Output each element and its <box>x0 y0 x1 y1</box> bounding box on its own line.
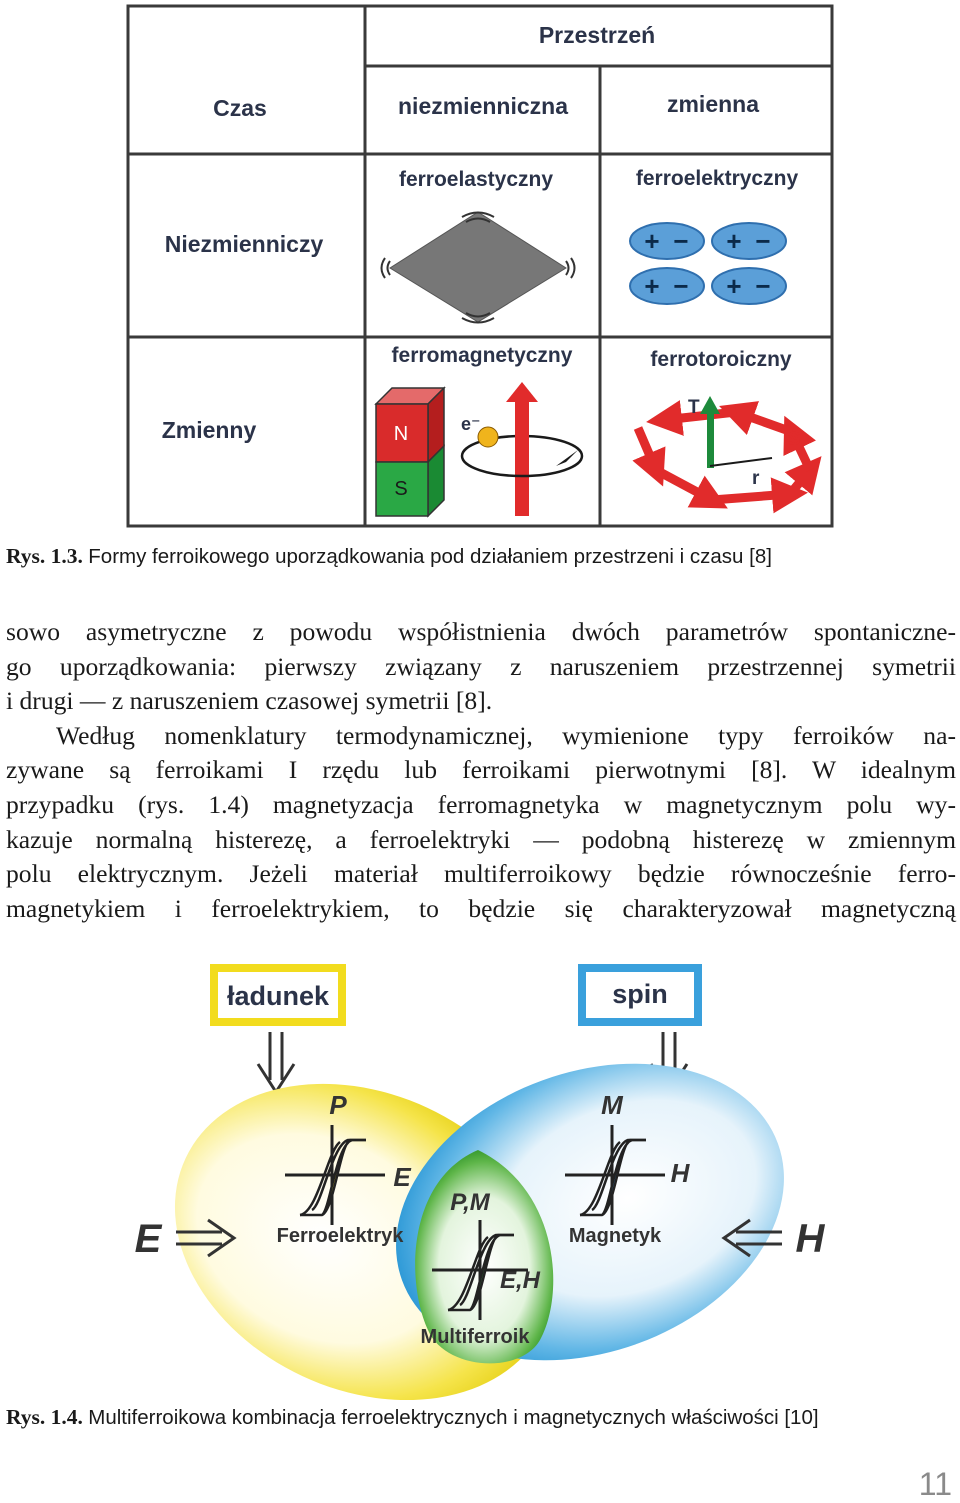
header-space: Przestrzeń <box>539 22 655 48</box>
toroid-t-label: T <box>688 397 700 418</box>
electron-spin-icon: e⁻ <box>460 382 584 516</box>
axis-eh-label: E,H <box>500 1267 541 1294</box>
axis-p-label: P <box>329 1090 347 1120</box>
axis-pm-label: P,M <box>450 1189 491 1216</box>
cell-ferromagnetic-label: ferromagnetyczny <box>392 344 573 367</box>
caption-number: Rys. 1.4. <box>6 1405 83 1429</box>
body-line: i drugi — z naruszeniem czasowej symetri… <box>6 686 493 716</box>
caption-text: Multiferroikowa kombinacja ferroelektryc… <box>88 1406 819 1429</box>
dipole-minus: − <box>755 226 770 256</box>
table-grid <box>126 4 834 528</box>
figure-multiferroic-venn: ładunek spin P E M H <box>135 964 826 1400</box>
magnet-s-label: S <box>394 478 407 500</box>
spin-box-label: spin <box>612 979 668 1009</box>
dipole-plus: + <box>644 271 659 301</box>
body-line: przypadku (rys. 1.4) magnetyzacja ferrom… <box>6 789 956 819</box>
dipole-minus: − <box>673 271 688 301</box>
left-arrow-icon <box>721 1218 782 1258</box>
body-line: polu elektrycznym. Jeżeli materiał multi… <box>6 859 956 889</box>
body-line: kazuje normalną histerezę, a ferroelektr… <box>6 824 956 854</box>
header-time: Czas <box>213 95 267 121</box>
body-line: magnetykiem i ferroelektrykiem, to będzi… <box>6 893 956 923</box>
ferrotoroidic-icon: T S r <box>632 396 822 514</box>
dipole-minus: − <box>755 271 770 301</box>
magnet-block-icon: N S <box>374 386 446 518</box>
right-arrow-icon <box>176 1218 237 1258</box>
magnet-label: Magnetyk <box>569 1225 662 1247</box>
dipole-minus: − <box>673 226 688 256</box>
dipole-plus: + <box>726 226 741 256</box>
field-h-label: H <box>796 1217 826 1261</box>
body-line: Według nomenklatury termodynamicznej, wy… <box>56 720 956 750</box>
charge-box-label: ładunek <box>227 981 330 1011</box>
hysteresis-ferroelectric-icon: P E <box>285 1090 411 1225</box>
header-variant: zmienna <box>667 91 759 117</box>
dipole-plus: + <box>644 226 659 256</box>
multiferroic-label: Multiferroik <box>421 1326 531 1348</box>
dipole-plus: + <box>726 271 741 301</box>
row-variant-label: Zmienny <box>162 417 257 443</box>
spin-box: spin <box>578 964 702 1026</box>
toroid-r-label: r <box>752 468 760 489</box>
caption-number: Rys. 1.3. <box>6 544 83 568</box>
header-invariant: niezmienniczna <box>398 93 568 119</box>
ferroelectric-label: Ferroelektryk <box>277 1225 405 1247</box>
cell-ferroelectric-label: ferroelektryczny <box>636 167 799 190</box>
toroid-s-label: S <box>788 429 801 450</box>
down-arrow-icon <box>256 1032 296 1095</box>
figure-caption-1-3: Rys. 1.3. Formy ferroikowego uporządkowa… <box>6 543 772 570</box>
body-line: go uporządkowania: pierwszy związany z n… <box>6 651 956 681</box>
electron-label: e⁻ <box>461 414 481 434</box>
magnet-n-label: N <box>394 423 408 445</box>
field-e-label: E <box>135 1217 163 1261</box>
row-invariant-label: Niezmienniczy <box>165 231 324 257</box>
hysteresis-multiferroic-icon: P,M E,H <box>432 1189 541 1320</box>
body-line: sowo asymetryczne z powodu współistnieni… <box>6 617 956 646</box>
body-line: zywane są ferroikami I rzędu lub ferroik… <box>6 755 956 785</box>
axis-e-label: E <box>393 1162 411 1192</box>
ferroelastic-diamond-icon <box>380 211 576 324</box>
page-number: 11 <box>918 1466 952 1502</box>
body-text: sowo asymetryczne z powodu współistnieni… <box>6 615 956 926</box>
caption-text: Formy ferroikowego uporządkowania pod dz… <box>88 545 772 568</box>
figure-ferroic-forms: Przestrzeń Czas niezmienniczna zmienna N… <box>126 4 834 528</box>
charge-box: ładunek <box>210 964 346 1026</box>
figure-caption-1-4: Rys. 1.4. Multiferroikowa kombinacja fer… <box>6 1404 819 1431</box>
ferroelectric-dipoles-icon: + − + − + − + − <box>629 222 787 305</box>
cell-ferroelastic-label: ferroelastyczny <box>399 168 553 191</box>
cell-ferrotoroidic-label: ferrotoroiczny <box>650 348 792 371</box>
axis-h-label: H <box>671 1158 691 1188</box>
axis-m-label: M <box>601 1090 624 1120</box>
hysteresis-magnet-icon: M H <box>565 1090 691 1225</box>
